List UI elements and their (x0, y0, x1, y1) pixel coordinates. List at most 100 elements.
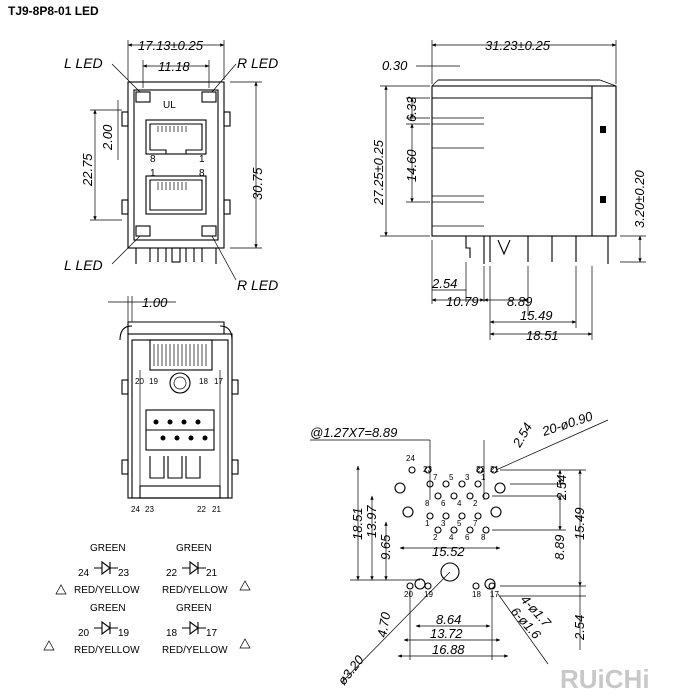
svg-text:UL: UL (163, 100, 176, 111)
warning-triangle-icon (55, 584, 67, 595)
fp-dim-2-54: 2.54 (554, 475, 569, 501)
fp-dim-15-52: 15.52 (432, 544, 465, 559)
fp-shield-hole (414, 578, 426, 590)
front-pin-top-left: 8 (150, 154, 156, 165)
bottom-pin-21: 21 (212, 505, 221, 514)
bottom-pin-22: 22 (197, 505, 206, 514)
schem-green-c: GREEN (90, 603, 126, 614)
label-l-led-top: L LED (64, 55, 103, 71)
lower-port (145, 175, 207, 215)
side-middle-height-dim: 14.60 (404, 149, 419, 182)
side-dim-15-49: 15.49 (520, 308, 553, 323)
fp-pitch-note: @1.27X7=8.89 (310, 425, 397, 440)
fp-pin-mid-5: 5 (449, 473, 454, 482)
front-body-outline (127, 81, 225, 249)
front-pins (135, 247, 217, 264)
fp-pin-low-4: 4 (449, 533, 454, 542)
fp-rj-holes-lower (426, 512, 490, 534)
schem-pin-18: 18 (166, 628, 178, 639)
fp-pin-low-8: 8 (481, 533, 486, 542)
bottom-pin-23: 23 (145, 505, 154, 514)
schem-green-b: GREEN (176, 543, 212, 554)
side-dim-18-51: 18.51 (526, 328, 559, 343)
side-upper-height-dim: 6.33 (404, 96, 419, 122)
fp-pin-21: 21 (490, 465, 499, 474)
front-port-pitch-dim: 22.75 (80, 153, 95, 187)
label-r-led-top: R LED (237, 55, 278, 71)
schem-pin-17: 17 (206, 628, 218, 639)
warning-triangle-icon (43, 640, 55, 651)
fp-pin-low-3: 3 (441, 519, 446, 528)
fp-dim-3-20: ø3.20 (335, 652, 368, 688)
fp-shield-hole (494, 482, 506, 494)
fp-pin-mid-3: 3 (465, 473, 470, 482)
warning-triangle-icon (239, 580, 251, 591)
fp-dim-9-65: 9.65 (378, 534, 393, 560)
label-l-led-bottom: L LED (64, 257, 103, 273)
fp-pin-low-1: 1 (425, 519, 430, 528)
fp-pin-mid-2: 2 (473, 499, 478, 508)
led-schematic: GREEN 24 23 RED/YELLOW GREEN 22 21 RED/Y… (43, 543, 251, 656)
fp-pin-20: 20 (404, 590, 413, 599)
side-standoff-dim: 3.20±0.20 (632, 169, 647, 228)
front-tab-height-dim: 2.00 (100, 124, 115, 151)
fp-dim-18-51: 18.51 (350, 507, 365, 540)
front-width-dim: 17.13±0.25 (138, 38, 204, 53)
fp-shield-hole (484, 578, 496, 590)
bottom-pin-18: 18 (199, 377, 208, 386)
side-height-dim: 27.25±0.25 (371, 139, 386, 206)
fp-dim-8-89: 8.89 (552, 535, 567, 560)
fp-pin-18: 18 (472, 590, 481, 599)
pcb-footprint: @1.27X7=8.89 2.54 20-ø0.90 24 23 22 21 (310, 408, 609, 688)
fp-pin-mid-8: 8 (425, 499, 430, 508)
fp-pin-22: 22 (476, 465, 485, 474)
schem-red-c: RED/YELLOW (74, 645, 140, 656)
schem-pin-22: 22 (166, 568, 178, 579)
fp-dim-4-70: 4.70 (374, 610, 393, 638)
upper-port: UL (145, 100, 207, 155)
fp-pin-mid-6: 6 (441, 499, 446, 508)
side-depth-dim: 31.23±0.25 (485, 38, 551, 53)
upper-left-led (135, 91, 151, 103)
fp-led-holes-top (408, 466, 498, 474)
front-height-dim: 30.75 (250, 167, 265, 200)
fp-dim-16-88: 16.88 (432, 642, 465, 657)
bottom-view: 1.00 20 19 18 17 24 23 22 21 (108, 295, 239, 514)
label-r-led-bottom: R LED (237, 277, 278, 293)
side-dim-10-79: 10.79 (446, 294, 479, 309)
side-view: 31.23±0.25 0.30 27.25±0.25 6.33 14.60 3.… (371, 38, 647, 343)
schem-green-a: GREEN (90, 543, 126, 554)
bottom-pin-20: 20 (135, 377, 144, 386)
bottom-dim-1-00: 1.00 (142, 295, 168, 310)
schem-pin-24: 24 (78, 568, 90, 579)
fp-shield-hole (490, 506, 502, 518)
fp-dim-8-64: 8.64 (436, 612, 461, 627)
fp-dim-13-97: 13.97 (364, 505, 379, 538)
bottom-pin-17: 17 (214, 377, 223, 386)
bottom-view-pins (153, 419, 208, 441)
fp-pin-17: 17 (490, 590, 499, 599)
bottom-pin-24: 24 (131, 505, 140, 514)
fp-pin-low-5: 5 (457, 519, 462, 528)
warning-triangle-icon (239, 638, 251, 649)
fp-pin-19: 19 (424, 590, 433, 599)
part-title: TJ9-8P8-01 LED (8, 4, 99, 18)
fp-dim-15-49: 15.49 (572, 507, 587, 540)
fp-led-holes-bottom (406, 582, 496, 590)
front-led-spacing-dim: 11.18 (158, 59, 190, 74)
bottom-body-outline (127, 333, 233, 499)
fp-pitch-right: 2.54 (509, 420, 535, 450)
fp-shield-hole (394, 482, 406, 494)
fp-dim-2-54-b: 2.54 (572, 615, 587, 641)
schem-red-a: RED/YELLOW (74, 585, 140, 596)
fp-rj-holes-upper (426, 480, 490, 500)
side-offset-dim: 0.30 (382, 58, 408, 73)
brand-logo: RUiCHi (560, 664, 650, 694)
side-dim-8-89: 8.89 (507, 294, 532, 309)
fp-pin-mid-4: 4 (457, 499, 462, 508)
schem-red-b: RED/YELLOW (162, 585, 228, 596)
schem-red-d: RED/YELLOW (162, 645, 228, 656)
schem-pin-19: 19 (118, 628, 130, 639)
